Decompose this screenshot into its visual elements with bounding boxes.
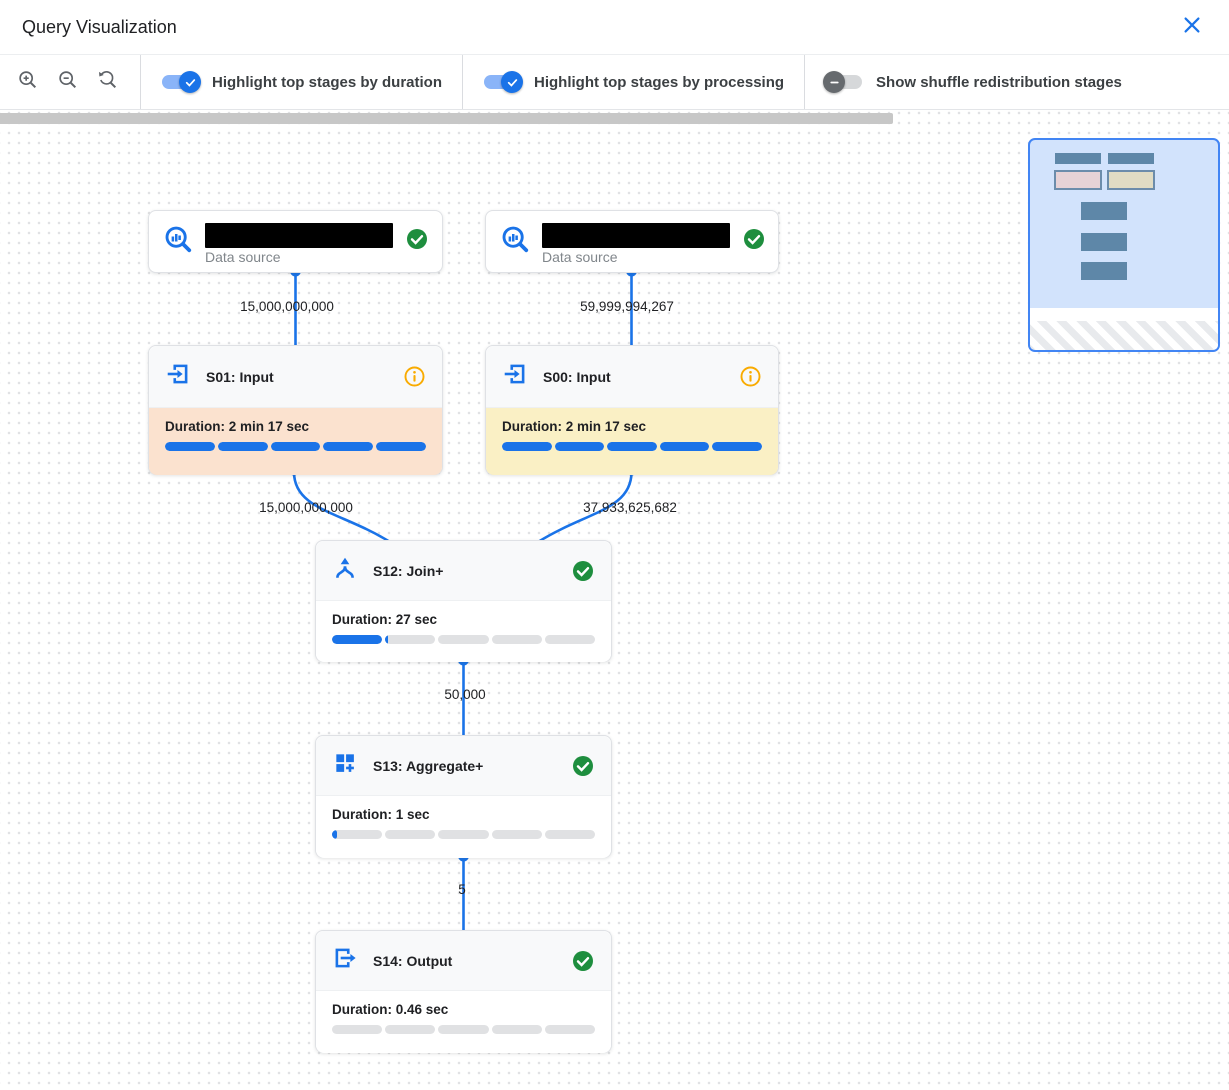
toggle-check-icon	[501, 71, 523, 93]
toolbar-divider	[140, 55, 141, 109]
join-icon	[332, 555, 358, 586]
stage-title: S13: Aggregate+	[373, 757, 484, 774]
edge-row-count: 5	[458, 882, 466, 897]
bigquery-icon	[163, 224, 193, 259]
redacted-source-name	[542, 222, 730, 248]
minimap-node-highlight-duration	[1054, 170, 1102, 190]
zoom-controls	[0, 64, 140, 100]
minimap[interactable]	[1028, 138, 1220, 352]
zoom-out-button[interactable]	[50, 64, 86, 100]
source-type-label: Data source	[205, 248, 281, 265]
info-icon[interactable]	[403, 365, 426, 388]
info-icon[interactable]	[739, 365, 762, 388]
stage-node-s13[interactable]: S13: Aggregate+ Duration: 1 sec	[315, 735, 612, 858]
toggle-group-duration: Highlight top stages by duration	[141, 70, 462, 94]
minimap-gap	[1030, 308, 1218, 321]
input-icon	[502, 361, 528, 392]
source-type-label: Data source	[542, 248, 618, 265]
stage-progress-bar	[332, 1025, 596, 1034]
toggle-check-icon	[179, 71, 201, 93]
duration-label: Duration: 2 min 17 sec	[502, 419, 647, 434]
toolbar-divider	[804, 55, 806, 109]
zoom-out-icon	[57, 69, 79, 96]
output-icon	[332, 945, 358, 976]
check-circle-icon	[405, 227, 429, 256]
stage-title: S01: Input	[206, 368, 274, 385]
check-circle-icon	[571, 754, 595, 778]
minimap-node	[1081, 202, 1127, 220]
stage-node-s12[interactable]: S12: Join+ Duration: 27 sec	[315, 540, 612, 662]
zoom-in-button[interactable]	[10, 64, 46, 100]
duration-label: Duration: 1 sec	[332, 807, 430, 822]
minimap-node	[1055, 153, 1101, 164]
stage-progress-bar	[332, 830, 596, 839]
duration-label: Duration: 2 min 17 sec	[165, 419, 310, 434]
toggle-group-processing: Highlight top stages by processing	[463, 70, 804, 94]
stage-title: S14: Output	[373, 952, 453, 969]
stage-progress-bar	[502, 442, 762, 451]
dialog-header: Query Visualization	[0, 0, 1229, 55]
highlight-duration-toggle[interactable]	[161, 70, 201, 94]
stage-node-s14[interactable]: S14: Output Duration: 0.46 sec	[315, 930, 612, 1053]
zoom-in-icon	[17, 69, 39, 96]
bigquery-icon	[500, 224, 530, 259]
check-circle-icon	[571, 559, 595, 583]
close-icon	[1181, 14, 1203, 41]
zoom-reset-button[interactable]	[90, 64, 126, 100]
data-source-node-2[interactable]: Data source	[485, 210, 779, 273]
stage-title: S00: Input	[543, 368, 611, 385]
check-circle-icon	[742, 227, 766, 256]
duration-label: Duration: 0.46 sec	[332, 1002, 449, 1017]
toggle-group-shuffle: Show shuffle redistribution stages	[805, 70, 1142, 94]
check-circle-icon	[571, 949, 595, 973]
input-icon	[165, 361, 191, 392]
toggle-label-processing: Highlight top stages by processing	[534, 73, 785, 91]
edge-row-count: 50,000	[444, 687, 486, 702]
close-button[interactable]	[1177, 12, 1207, 42]
minimap-node	[1081, 262, 1127, 280]
minimap-node	[1081, 233, 1127, 251]
page-title: Query Visualization	[22, 16, 177, 37]
data-source-node-1[interactable]: Data source	[148, 210, 443, 273]
horizontal-scrollbar[interactable]	[0, 113, 893, 124]
highlight-processing-toggle[interactable]	[483, 70, 523, 94]
stage-progress-bar	[165, 442, 426, 451]
edge-row-count: 15,000,000,000	[240, 299, 334, 314]
minimap-node-highlight-processing	[1107, 170, 1155, 190]
toggle-minus-icon	[823, 71, 846, 93]
zoom-reset-icon	[97, 69, 119, 96]
duration-label: Duration: 27 sec	[332, 612, 438, 627]
minimap-out-of-view-area	[1030, 321, 1218, 350]
toolbar: Highlight top stages by duration Highlig…	[0, 55, 1229, 110]
show-shuffle-toggle[interactable]	[823, 70, 863, 94]
toolbar-divider	[462, 55, 463, 109]
stage-progress-bar	[332, 635, 596, 644]
toggle-label-duration: Highlight top stages by duration	[212, 73, 442, 91]
stage-node-s00[interactable]: S00: Input Duration: 2 min 17 sec	[485, 345, 779, 475]
aggregate-icon	[332, 750, 358, 781]
minimap-node	[1108, 153, 1154, 164]
toggle-label-shuffle: Show shuffle redistribution stages	[876, 73, 1122, 91]
graph-canvas[interactable]: Data source Data source	[0, 110, 1229, 1090]
redacted-source-name	[205, 222, 393, 248]
edge-row-count: 15,000,000,000	[259, 500, 353, 515]
edge-row-count: 37,933,625,682	[583, 500, 677, 515]
stage-title: S12: Join+	[373, 562, 444, 579]
edge-row-count: 59,999,994,267	[580, 299, 674, 314]
stage-node-s01[interactable]: S01: Input Duration: 2 min 17 sec	[148, 345, 443, 475]
